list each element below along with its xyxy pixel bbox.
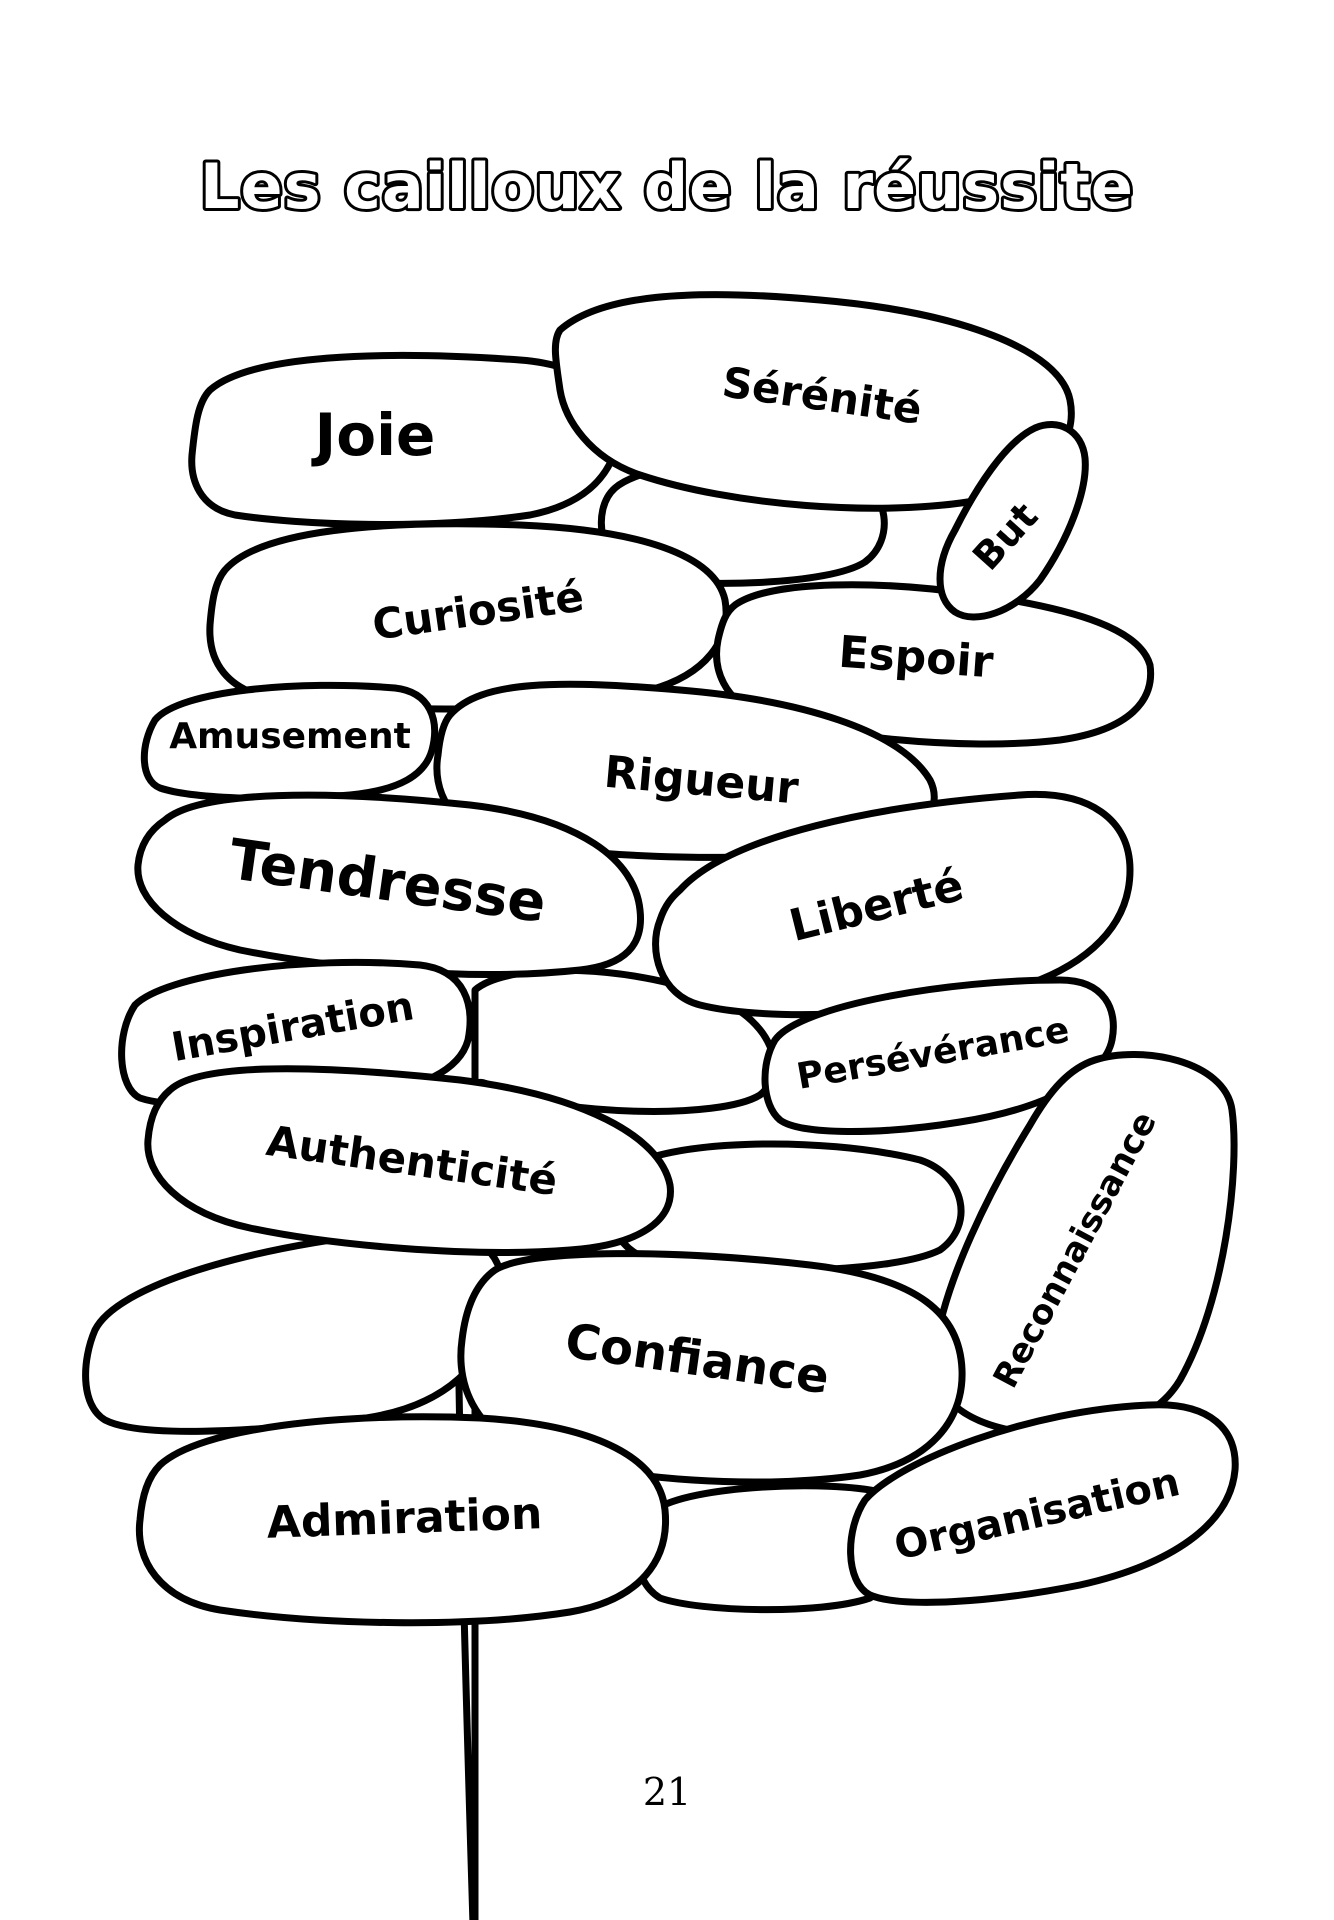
stone-admiration: Admiration bbox=[135, 1413, 670, 1627]
svg-text:Joie: Joie bbox=[311, 401, 436, 469]
svg-text:Amusement: Amusement bbox=[169, 716, 411, 757]
stone-confiance: Confiance bbox=[457, 1250, 966, 1486]
page-number: 21 bbox=[642, 1770, 692, 1814]
stone-authenticite: Authenticité bbox=[144, 1065, 674, 1256]
stone-liberte: Liberté bbox=[652, 790, 1134, 1019]
svg-text:Admiration: Admiration bbox=[266, 1488, 543, 1549]
stone-inspiration: Inspiration bbox=[118, 958, 474, 1109]
stone-but: But bbox=[936, 421, 1089, 621]
stone-curiosite: Curiosité bbox=[206, 520, 730, 713]
page-title: Les cailloux de la réussite bbox=[200, 150, 1134, 223]
stone-perseverance: Persévérance bbox=[761, 976, 1117, 1135]
stone-serenite: Sérénité bbox=[551, 291, 1075, 512]
stone-tendresse: Tendresse bbox=[134, 791, 645, 978]
stone-amusement: Amusement bbox=[140, 681, 439, 803]
stone-blank-left bbox=[82, 1226, 506, 1435]
svg-text:Espoir: Espoir bbox=[837, 627, 995, 689]
stone-joie: Joie bbox=[188, 351, 623, 528]
stone-organisation: Organisation bbox=[847, 1401, 1239, 1606]
